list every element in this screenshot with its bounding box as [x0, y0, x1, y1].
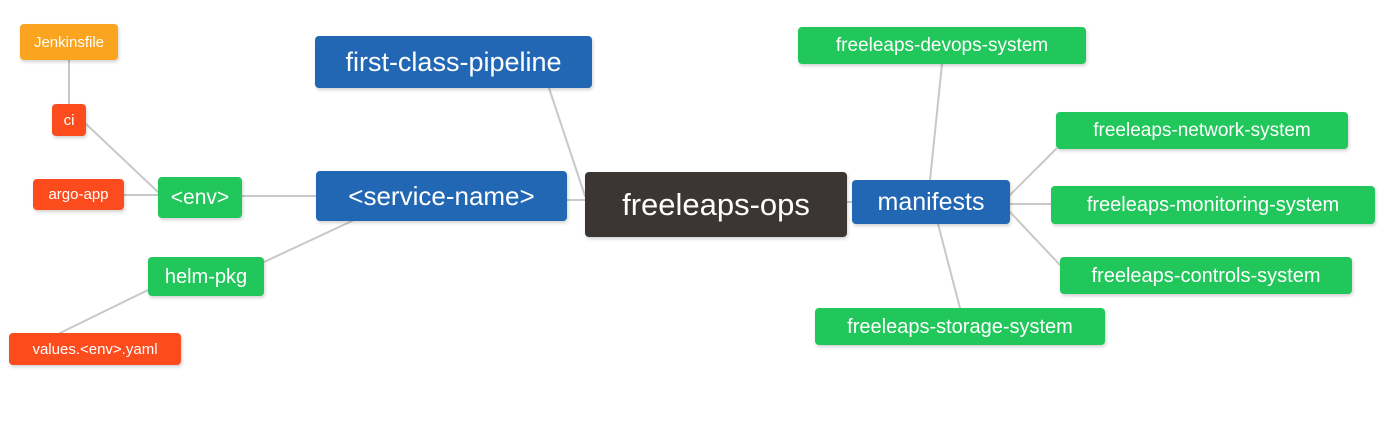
- node-ci[interactable]: ci: [52, 104, 86, 136]
- edge-helm-pkg-service-name: [263, 220, 353, 263]
- node-manifests[interactable]: manifests: [852, 180, 1010, 224]
- node-jenkinsfile[interactable]: Jenkinsfile: [20, 24, 118, 60]
- node-label-env: <env>: [170, 186, 230, 209]
- node-freeleaps-ops[interactable]: freeleaps-ops: [585, 172, 847, 237]
- node-env[interactable]: <env>: [158, 177, 242, 218]
- node-label-ci: ci: [63, 111, 75, 129]
- node-freeleaps-storage-system[interactable]: freeleaps-storage-system: [815, 308, 1105, 345]
- node-helm-pkg[interactable]: helm-pkg: [148, 257, 264, 296]
- node-label-first-class-pipeline: first-class-pipeline: [345, 46, 562, 77]
- node-freeleaps-controls-system[interactable]: freeleaps-controls-system: [1060, 257, 1352, 294]
- edge-manifests-devops: [929, 63, 943, 181]
- node-first-class-pipeline[interactable]: first-class-pipeline: [315, 36, 592, 88]
- node-label-service-name: <service-name>: [348, 181, 535, 211]
- node-label-freeleaps-storage-system: freeleaps-storage-system: [847, 315, 1073, 338]
- node-freeleaps-network-system[interactable]: freeleaps-network-system: [1056, 112, 1348, 149]
- node-freeleaps-devops-system[interactable]: freeleaps-devops-system: [798, 27, 1086, 64]
- node-label-freeleaps-controls-system: freeleaps-controls-system: [1091, 264, 1321, 287]
- edge-manifests-network: [1009, 148, 1057, 196]
- node-values-yaml[interactable]: values.<env>.yaml: [9, 333, 181, 365]
- node-service-name[interactable]: <service-name>: [316, 171, 567, 221]
- node-freeleaps-monitoring-system[interactable]: freeleaps-monitoring-system: [1051, 186, 1375, 224]
- node-argo-app[interactable]: argo-app: [33, 179, 124, 210]
- node-label-jenkinsfile: Jenkinsfile: [33, 33, 105, 51]
- edge-manifests-storage: [937, 223, 961, 309]
- node-label-freeleaps-network-system: freeleaps-network-system: [1093, 120, 1311, 141]
- node-label-helm-pkg: helm-pkg: [164, 265, 248, 288]
- edge-values-helm-pkg: [59, 289, 149, 334]
- node-label-freeleaps-ops: freeleaps-ops: [622, 187, 810, 222]
- node-label-manifests: manifests: [877, 187, 985, 216]
- node-label-values-yaml: values.<env>.yaml: [32, 340, 158, 358]
- node-label-freeleaps-monitoring-system: freeleaps-monitoring-system: [1086, 194, 1340, 216]
- node-label-argo-app: argo-app: [48, 186, 109, 203]
- node-label-freeleaps-devops-system: freeleaps-devops-system: [835, 35, 1049, 56]
